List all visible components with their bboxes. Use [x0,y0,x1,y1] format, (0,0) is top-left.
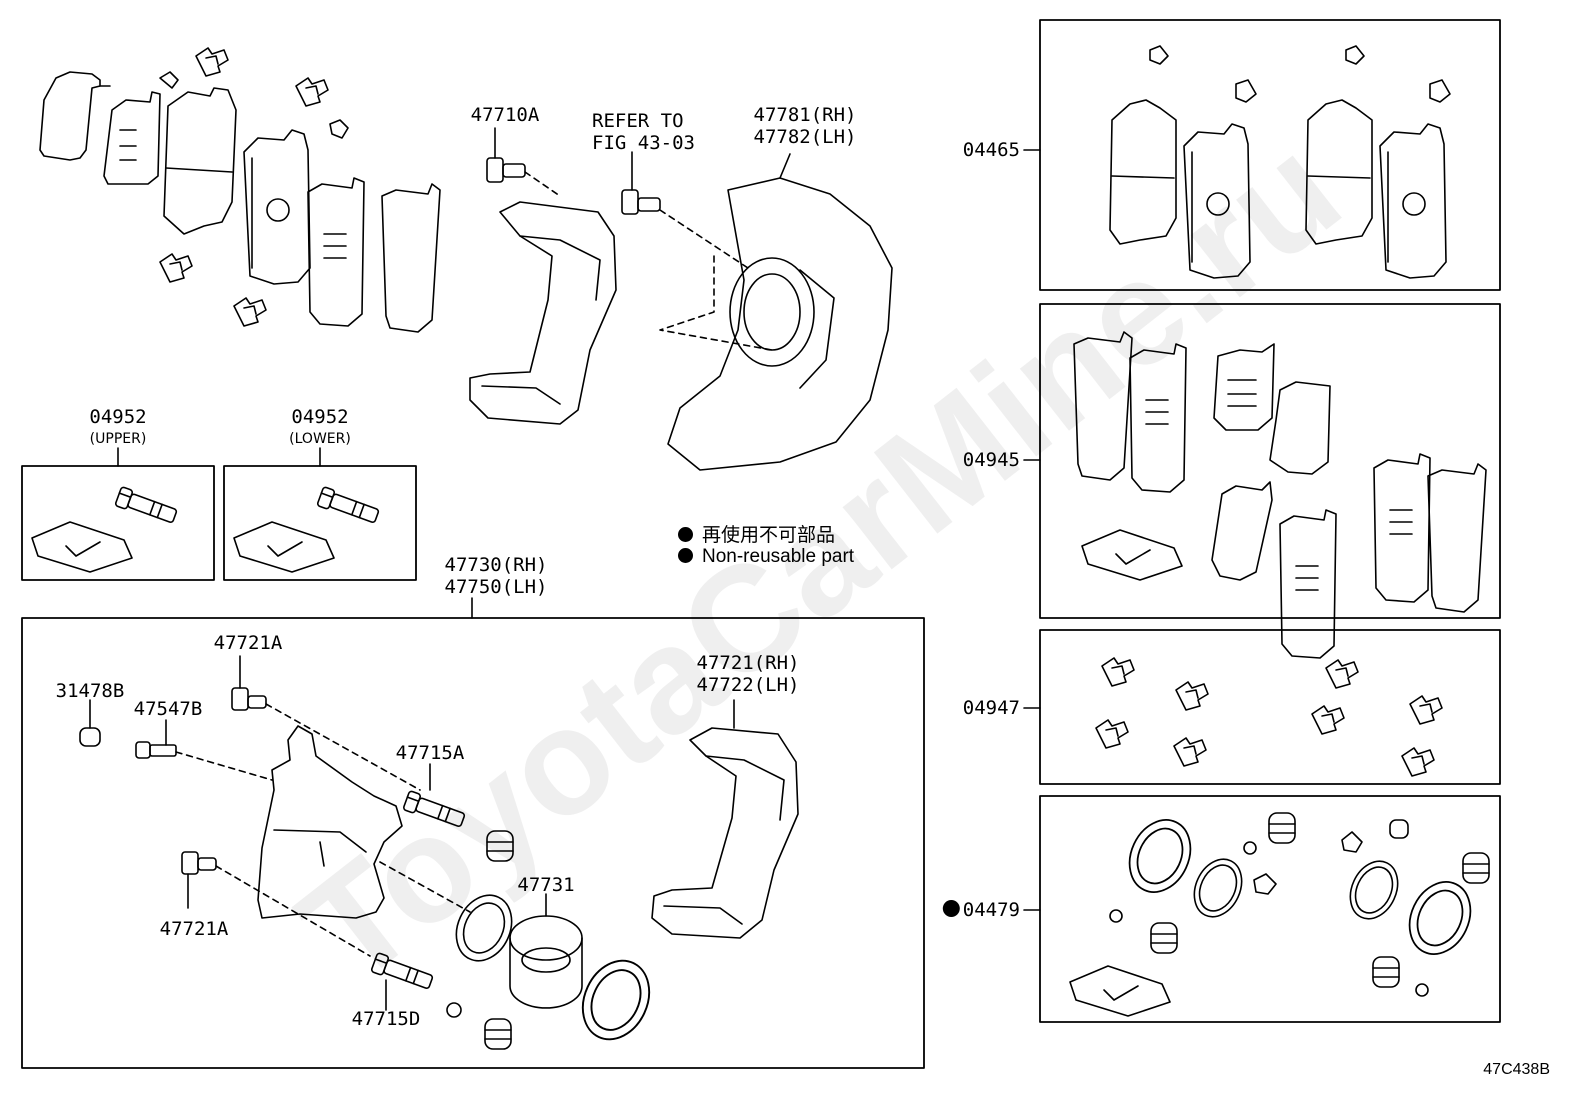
legend-jp: 再使用不可部品 [678,520,835,547]
label-47721a-top: 47721A [213,632,283,654]
non-reusable-dot-icon [942,900,960,917]
label-04952-upper: 04952 [89,406,147,428]
label-04952-lower: 04952 [291,406,349,428]
non-reusable-dot-icon [678,548,693,563]
label-47782-lh: 47782(LH) [753,126,857,148]
label-04479-text: 04479 [962,899,1020,921]
box-caliper-assy [21,617,925,1069]
label-47781-rh: 47781(RH) [753,104,857,126]
label-47710a: 47710A [470,104,540,126]
piston-47731 [509,893,583,1009]
caliper-bracket-top [469,201,617,425]
non-reusable-dot-icon [678,527,693,542]
kit-04945-shims [1073,331,1487,659]
label-04479: 04479 [942,899,1020,921]
label-47731: 47731 [517,874,575,896]
label-04465: 04465 [962,139,1020,161]
label-refer-line2: FIG 43-03 [592,132,695,154]
dust-shield [659,153,893,471]
box-04465 [1039,19,1501,291]
label-47750-lh: 47750(LH) [444,576,548,598]
box-04479 [1039,795,1501,1023]
label-lower: (LOWER) [289,431,351,447]
caliper-assy-parts [79,655,799,1052]
label-47721a-bottom: 47721A [159,918,229,940]
pad-kit-exploded [39,47,441,333]
kit-04952-upper-parts [31,485,179,573]
kit-04952-lower-parts [233,485,381,573]
box-04945 [1039,303,1501,619]
label-47730-rh: 47730(RH) [444,554,548,576]
label-47721-rh: 47721(RH) [696,652,800,674]
label-upper: (UPPER) [89,431,147,447]
bolt-refer [621,151,749,269]
legend-en-text: Non-reusable part [702,546,855,567]
label-47715d: 47715D [351,1008,421,1030]
label-47547b: 47547B [133,698,203,720]
kit-04465-pads [1109,45,1451,279]
legend-en: Non-reusable part [678,546,854,568]
label-04947: 04947 [962,697,1020,719]
kit-04947-clips [1095,657,1443,777]
label-refer-line1: REFER TO [592,110,684,132]
legend-jp-text: 再使用不可部品 [702,525,836,546]
label-47722-lh: 47722(LH) [696,674,800,696]
label-04945: 04945 [962,449,1020,471]
kit-04479-seals [1069,809,1490,1017]
bolt-47710a [486,127,561,197]
figure-code: 47C438B [1483,1061,1550,1078]
box-04947 [1039,629,1501,785]
label-47715a: 47715A [395,742,465,764]
label-31478b: 31478B [55,680,125,702]
